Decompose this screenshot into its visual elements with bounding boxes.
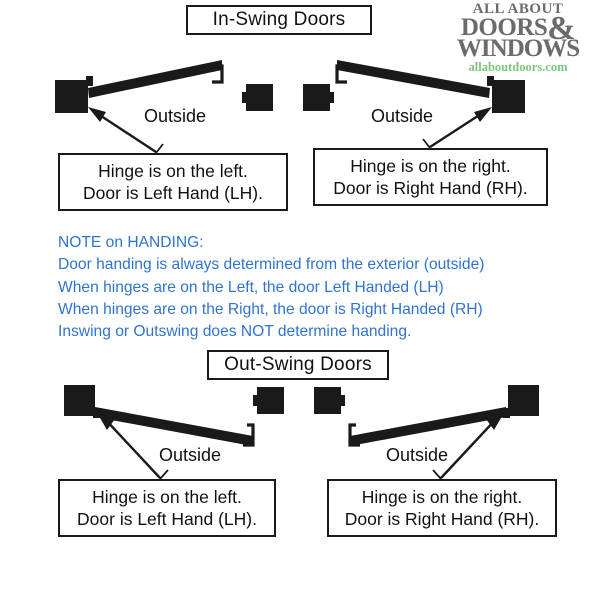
inswing-section-title: In-Swing Doors <box>186 5 372 35</box>
brand-logo: ALL ABOUT DOORS& WINDOWS allaboutdoors.c… <box>442 2 594 74</box>
callout-leader-line <box>155 143 164 154</box>
outside-label-outswing-right: Outside <box>386 445 449 465</box>
logo-line-2: DOORS& <box>442 12 594 46</box>
pointer-arrow-head <box>474 107 492 122</box>
logo-ampersand: & <box>547 10 576 47</box>
pointer-arrow-head <box>96 411 115 430</box>
strike-jamb-notch <box>253 395 258 406</box>
callout-line-2: Door is Left Hand (LH). <box>83 183 263 203</box>
door-handle-icon <box>348 423 360 447</box>
outswing-right-hand-door-figure <box>314 385 539 480</box>
callout-leader-line <box>159 469 169 480</box>
callout-line-2: Door is Right Hand (RH). <box>333 178 528 198</box>
note-heading: NOTE on HANDING: <box>58 234 204 251</box>
strike-jamb-block <box>314 387 341 414</box>
callout-line-1: Hinge is on the right. <box>361 486 523 507</box>
callout-outswing-left-hand: Hinge is on the left. Door is Left Hand … <box>58 479 276 537</box>
pointer-arrow-head <box>486 411 505 430</box>
note-line-3: When hinges are on the Right, the door i… <box>58 300 483 318</box>
hinge-jamb-block-left <box>64 385 95 416</box>
callout-line-1: Hinge is on the left. <box>92 486 242 507</box>
logo-line-3: WINDOWS <box>456 35 580 62</box>
outswing-left-hand-door-figure <box>64 385 284 480</box>
hinge-pivot-nub <box>487 76 494 86</box>
logo-url: allaboutdoors.com <box>468 60 568 74</box>
note-line-1: Door handing is always determined from t… <box>58 256 485 274</box>
callout-inswing-right-hand: Hinge is on the right. Door is Right Han… <box>313 148 548 206</box>
callout-line-1: Hinge is on the left. <box>98 160 248 181</box>
callout-inswing-left-hand: Hinge is on the left. Door is Left Hand … <box>58 153 288 211</box>
outside-label-inswing-right: Outside <box>371 106 434 126</box>
pointer-arrow-shaft <box>429 110 485 149</box>
door-leaf <box>95 407 253 446</box>
door-handle-icon <box>212 64 224 84</box>
inswing-right-hand-door-figure <box>303 60 525 149</box>
logo-doors-text: DOORS <box>460 14 548 41</box>
strike-jamb-block <box>246 84 273 111</box>
strike-jamb-notch <box>329 92 334 103</box>
hinge-pivot-nub <box>503 408 510 418</box>
callout-leader-line <box>422 138 431 149</box>
note-line-4: Inswing or Outswing does NOT determine h… <box>58 323 412 341</box>
strike-jamb-block <box>257 387 284 414</box>
pointer-arrow-shaft <box>440 417 498 479</box>
door-handle-icon <box>243 423 255 447</box>
callout-line-2: Door is Right Hand (RH). <box>344 509 540 529</box>
logo-line-1: ALL ABOUT <box>472 1 564 17</box>
hinge-jamb-block-right <box>492 80 525 113</box>
outswing-section-title: Out-Swing Doors <box>207 350 389 380</box>
outside-label-inswing-left: Outside <box>144 106 207 126</box>
pointer-arrow-head <box>88 107 106 122</box>
inswing-left-hand-door-figure <box>55 60 273 154</box>
callout-outswing-right-hand: Hinge is on the right. Door is Right Han… <box>327 479 557 537</box>
pointer-arrow-shaft <box>103 417 161 479</box>
hinge-jamb-block-left <box>55 80 88 113</box>
strike-jamb-notch <box>340 395 345 406</box>
door-leaf <box>337 60 490 98</box>
strike-jamb-block <box>303 84 330 111</box>
note-line-2: When hinges are on the Left, the door Le… <box>58 278 444 296</box>
callout-leader-line <box>432 469 442 480</box>
handing-note-block: NOTE on HANDING: Door handing is always … <box>58 232 528 343</box>
hinge-pivot-nub <box>86 76 93 86</box>
callout-line-1: Hinge is on the right. <box>350 155 511 176</box>
callout-line-2: Door is Left Hand (LH). <box>77 509 257 529</box>
pointer-arrow-shaft <box>94 110 157 154</box>
strike-jamb-notch <box>242 92 247 103</box>
door-handle-icon <box>335 64 347 84</box>
outside-label-outswing-left: Outside <box>159 445 222 465</box>
door-leaf <box>350 407 506 446</box>
hinge-jamb-block-right <box>508 385 539 416</box>
door-leaf <box>88 60 222 98</box>
